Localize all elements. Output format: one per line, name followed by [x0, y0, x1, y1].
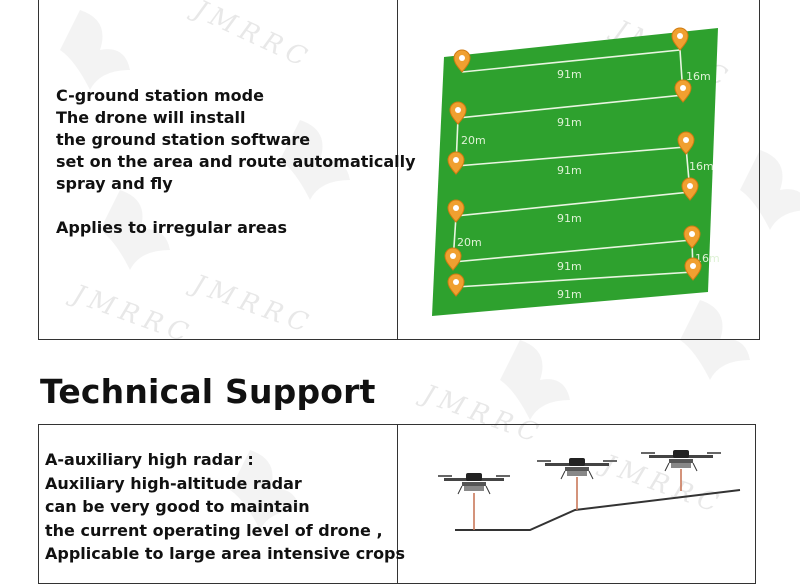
waypoint-pin-icon [447, 199, 465, 223]
radar-line: Auxiliary high-altitude radar [45, 473, 302, 493]
ground-station-description: C-ground station mode The drone will ins… [56, 85, 416, 239]
radar-line: can be very good to maintain [45, 497, 310, 516]
section-title: Technical Support [40, 372, 376, 411]
row-distance-label: 91m [557, 68, 582, 81]
waypoint-pin-icon [453, 49, 471, 73]
waypoint-pin-icon [681, 177, 699, 201]
radar-terrain-diagram [438, 450, 741, 531]
drone-icon [537, 458, 617, 480]
description-line: spray and fly [56, 174, 173, 193]
radar-description: A-auxiliary high radar : Auxiliary high-… [45, 448, 405, 566]
terrain-line [455, 489, 741, 531]
row-distance-label: 91m [557, 164, 582, 177]
row-distance-label: 91m [557, 116, 582, 129]
turn-distance-label: 16m [689, 160, 714, 173]
waypoint-pin-icon [671, 27, 689, 51]
top-panel-divider [397, 0, 398, 340]
row-distance-label: 91m [557, 212, 582, 225]
radar-line: Applicable to large area intensive crops [45, 544, 406, 563]
turn-distance-label: 16m [695, 252, 720, 265]
description-line: set on the area and route automatically [56, 152, 416, 171]
bottom-panel-divider [397, 425, 398, 583]
irregular-areas-note: Applies to irregular areas [56, 218, 287, 237]
turn-distance-label: 16m [686, 70, 711, 83]
row-distance-label: 91m [557, 260, 582, 273]
waypoint-pin-icon [447, 273, 465, 297]
description-line: C-ground station mode [56, 86, 264, 105]
turn-distance-label: 20m [461, 134, 486, 147]
waypoint-pin-icon [674, 79, 692, 103]
description-line: The drone will install [56, 108, 246, 127]
radar-line: A-auxiliary high radar : [45, 450, 254, 469]
route-map: 91m 91m 91m 91m 91m 91m 16m 20m 16m 20m … [432, 27, 720, 316]
waypoint-pin-icon [449, 101, 467, 125]
row-distance-label: 91m [557, 288, 582, 301]
radar-line: the current operating level of drone , [45, 520, 383, 540]
waypoint-pin-icon [444, 247, 462, 271]
drone-icon [641, 450, 721, 472]
waypoint-pin-icon [677, 131, 695, 155]
drone-icon [438, 473, 510, 495]
turn-distance-label: 20m [457, 236, 482, 249]
description-line: the ground station software [56, 130, 311, 149]
waypoint-pin-icon [683, 225, 701, 249]
top-panel [38, 0, 760, 340]
waypoint-pin-icon [447, 151, 465, 175]
waypoint-pin-icon [684, 257, 702, 281]
